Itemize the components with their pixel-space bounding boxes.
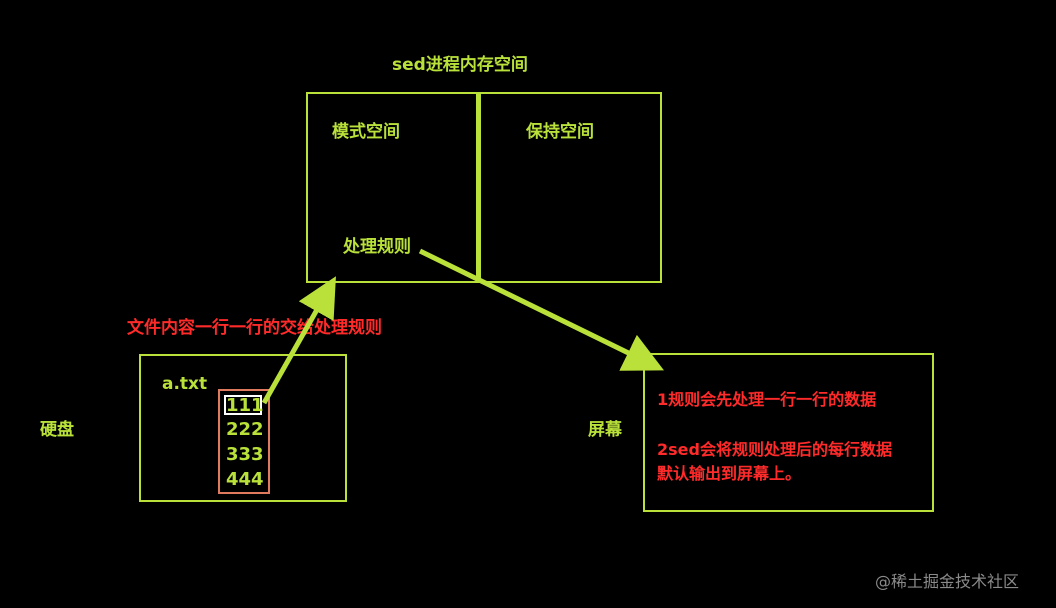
- watermark: @稀土掘金技术社区: [875, 572, 1020, 591]
- file-name-label: a.txt: [162, 374, 208, 394]
- pattern-space-label: 模式空间: [332, 122, 400, 142]
- file-line: 111: [226, 395, 264, 416]
- screen-note-2-line-1: 2sed会将规则处理后的每行数据: [657, 440, 892, 459]
- file-line: 333: [226, 444, 264, 465]
- transfer-label: 文件内容一行一行的交给处理规则: [127, 318, 382, 338]
- screen-label: 屏幕: [588, 420, 622, 440]
- screen-note-2-line-2: 默认输出到屏幕上。: [657, 464, 802, 483]
- file-line: 444: [226, 469, 264, 490]
- file-lines-box: [218, 389, 270, 494]
- processing-rule-label: 处理规则: [343, 237, 411, 257]
- current-line-highlight: [224, 395, 262, 415]
- screen-note-1: 1规则会先处理一行一行的数据: [657, 390, 877, 409]
- memory-space-title: sed进程内存空间: [392, 55, 528, 75]
- file-line: 222: [226, 419, 264, 440]
- disk-box: [139, 354, 347, 502]
- output-arrow: [418, 248, 664, 371]
- input-arrow: [261, 276, 336, 405]
- screen-box: [643, 353, 934, 512]
- disk-label: 硬盘: [40, 420, 74, 440]
- hold-space-label: 保持空间: [526, 122, 594, 142]
- memory-divider: [476, 92, 481, 282]
